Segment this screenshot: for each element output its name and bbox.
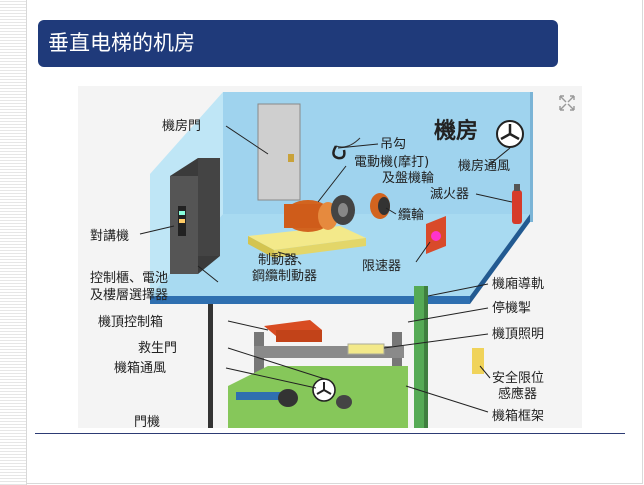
machine-base bbox=[248, 226, 366, 250]
label-intercom: 對講機 bbox=[90, 228, 129, 244]
car-guide-rail bbox=[414, 286, 424, 428]
label-car-frame: 機箱框架 bbox=[492, 408, 544, 424]
control-cabinet bbox=[170, 158, 220, 274]
traction-motor bbox=[284, 195, 355, 232]
sheave bbox=[370, 193, 390, 219]
slide-frame bbox=[27, 0, 643, 484]
slide-title: 垂直电梯的机房 bbox=[38, 20, 558, 67]
label-brake-line1: 制動器、 bbox=[258, 253, 310, 268]
hook-icon bbox=[332, 145, 346, 160]
label-control-panel-line2: 及樓層選擇器 bbox=[90, 287, 168, 303]
label-motor-line1: 電動機(摩打) bbox=[354, 154, 429, 170]
label-machine-room-vent: 機房通風 bbox=[458, 158, 510, 174]
door-operator bbox=[236, 389, 352, 409]
label-machine-room-door: 機房門 bbox=[162, 118, 201, 134]
speed-governor bbox=[426, 216, 446, 254]
safety-limit-sensor bbox=[472, 348, 484, 374]
label-fire-extinguisher: 滅火器 bbox=[430, 187, 469, 202]
car-top-light bbox=[347, 343, 385, 355]
label-governor: 限速器 bbox=[362, 259, 401, 274]
fan-icon bbox=[496, 120, 524, 148]
label-bottom-partial: 門機 bbox=[134, 415, 160, 428]
label-brake-line2: 鋼纜制動器 bbox=[252, 268, 317, 284]
label-safety-limit-line2: 感應器 bbox=[498, 386, 537, 402]
diagram-heading: 機房 bbox=[434, 118, 478, 144]
label-car-guide-rail: 機廂導軌 bbox=[492, 276, 544, 292]
label-safety-limit-line1: 安全限位 bbox=[492, 370, 544, 386]
expand-icon[interactable] bbox=[559, 95, 575, 111]
label-motor-line2: 及盤機輪 bbox=[382, 170, 434, 186]
car-fan-icon bbox=[312, 378, 336, 402]
label-escape-hatch: 救生門 bbox=[138, 340, 177, 356]
elevator-machine-room-diagram: 機房 機房門 吊勾 電動機(摩打) 及盤機輪 機房通風 滅火器 對講機 纜輪 制… bbox=[78, 86, 582, 428]
fire-extinguisher-icon bbox=[512, 184, 522, 224]
floor-edge bbox=[150, 296, 470, 304]
label-car-top-light: 機頂照明 bbox=[492, 327, 544, 342]
left-stripe-decoration bbox=[0, 0, 27, 485]
label-sheave: 纜輪 bbox=[398, 207, 424, 223]
label-stop-switch: 停機掣 bbox=[492, 300, 531, 316]
label-control-panel-line1: 控制櫃、電池 bbox=[90, 271, 168, 286]
label-car-vent: 機箱通風 bbox=[114, 360, 166, 376]
bottom-rule bbox=[35, 433, 625, 434]
label-hook: 吊勾 bbox=[380, 137, 406, 152]
label-car-top-control: 機頂控制箱 bbox=[98, 314, 163, 330]
